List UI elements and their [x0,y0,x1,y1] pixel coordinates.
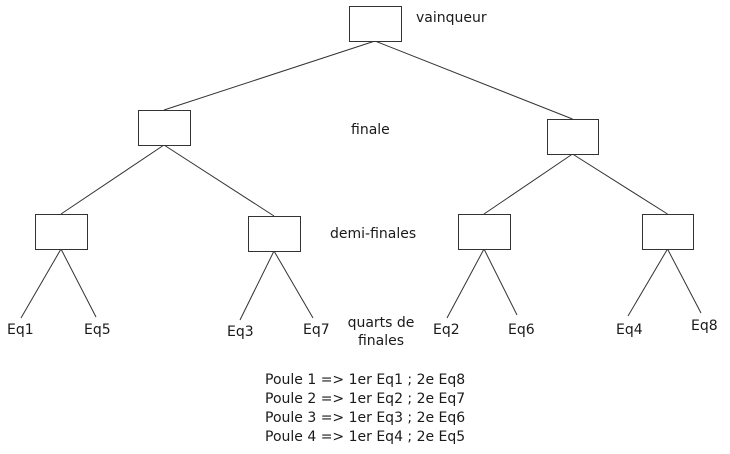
connector-semi-1-to-eq5 [60,248,97,318]
connector-final-left-to-semi-1 [60,144,165,215]
connector-final-right-to-semi-4 [572,153,668,215]
match-box-semi-2 [248,216,301,252]
round-label-winner: vainqueur [416,10,487,26]
connector-semi-3-to-eq2 [446,248,485,319]
bracket-boxes [35,6,694,252]
team-label-eq1: Eq1 [7,322,34,338]
connector-semi-1-to-eq1 [20,248,62,319]
pool-line: Poule 4 => 1er Eq4 ; 2e Eq5 [265,429,466,445]
pool-line: Poule 2 => 1er Eq2 ; 2e Eq7 [265,391,466,407]
round-label-quarter-finals-line2: finales [357,333,405,349]
match-box-semi-1 [35,214,88,250]
connector-winner-to-final-right [374,40,573,120]
round-label-final: finale [351,122,390,138]
connector-final-left-to-semi-2 [163,144,275,217]
team-label-eq4: Eq4 [616,322,643,338]
team-label-eq5: Eq5 [84,322,111,338]
match-box-final-right [547,119,599,155]
match-box-final-left [138,110,191,146]
team-label-eq8: Eq8 [691,318,718,334]
pool-line: Poule 1 => 1er Eq1 ; 2e Eq8 [265,372,466,388]
pools-legend: Poule 1 => 1er Eq1 ; 2e Eq8 Poule 2 => 1… [265,371,465,447]
connector-semi-4-to-eq4 [627,248,668,317]
pool-line: Poule 3 => 1er Eq3 ; 2e Eq6 [265,410,466,426]
match-box-semi-4 [642,214,694,250]
match-box-semi-3 [458,214,511,250]
connector-winner-to-final-left [163,40,376,111]
team-label-eq2: Eq2 [433,322,460,338]
team-label-eq3: Eq3 [227,324,254,340]
round-label-semi-finals: demi-finales [330,226,417,242]
connector-final-right-to-semi-3 [483,153,573,215]
connector-semi-3-to-eq6 [483,248,518,316]
connector-semi-2-to-eq7 [273,250,314,319]
connector-semi-2-to-eq3 [239,250,275,321]
bracket-connectors [20,40,702,321]
team-label-eq6: Eq6 [508,322,535,338]
team-label-eq7: Eq7 [303,322,330,338]
match-box-winner [349,6,402,42]
connector-semi-4-to-eq8 [667,248,702,314]
round-label-quarter-finals-line1: quarts de [347,315,415,331]
